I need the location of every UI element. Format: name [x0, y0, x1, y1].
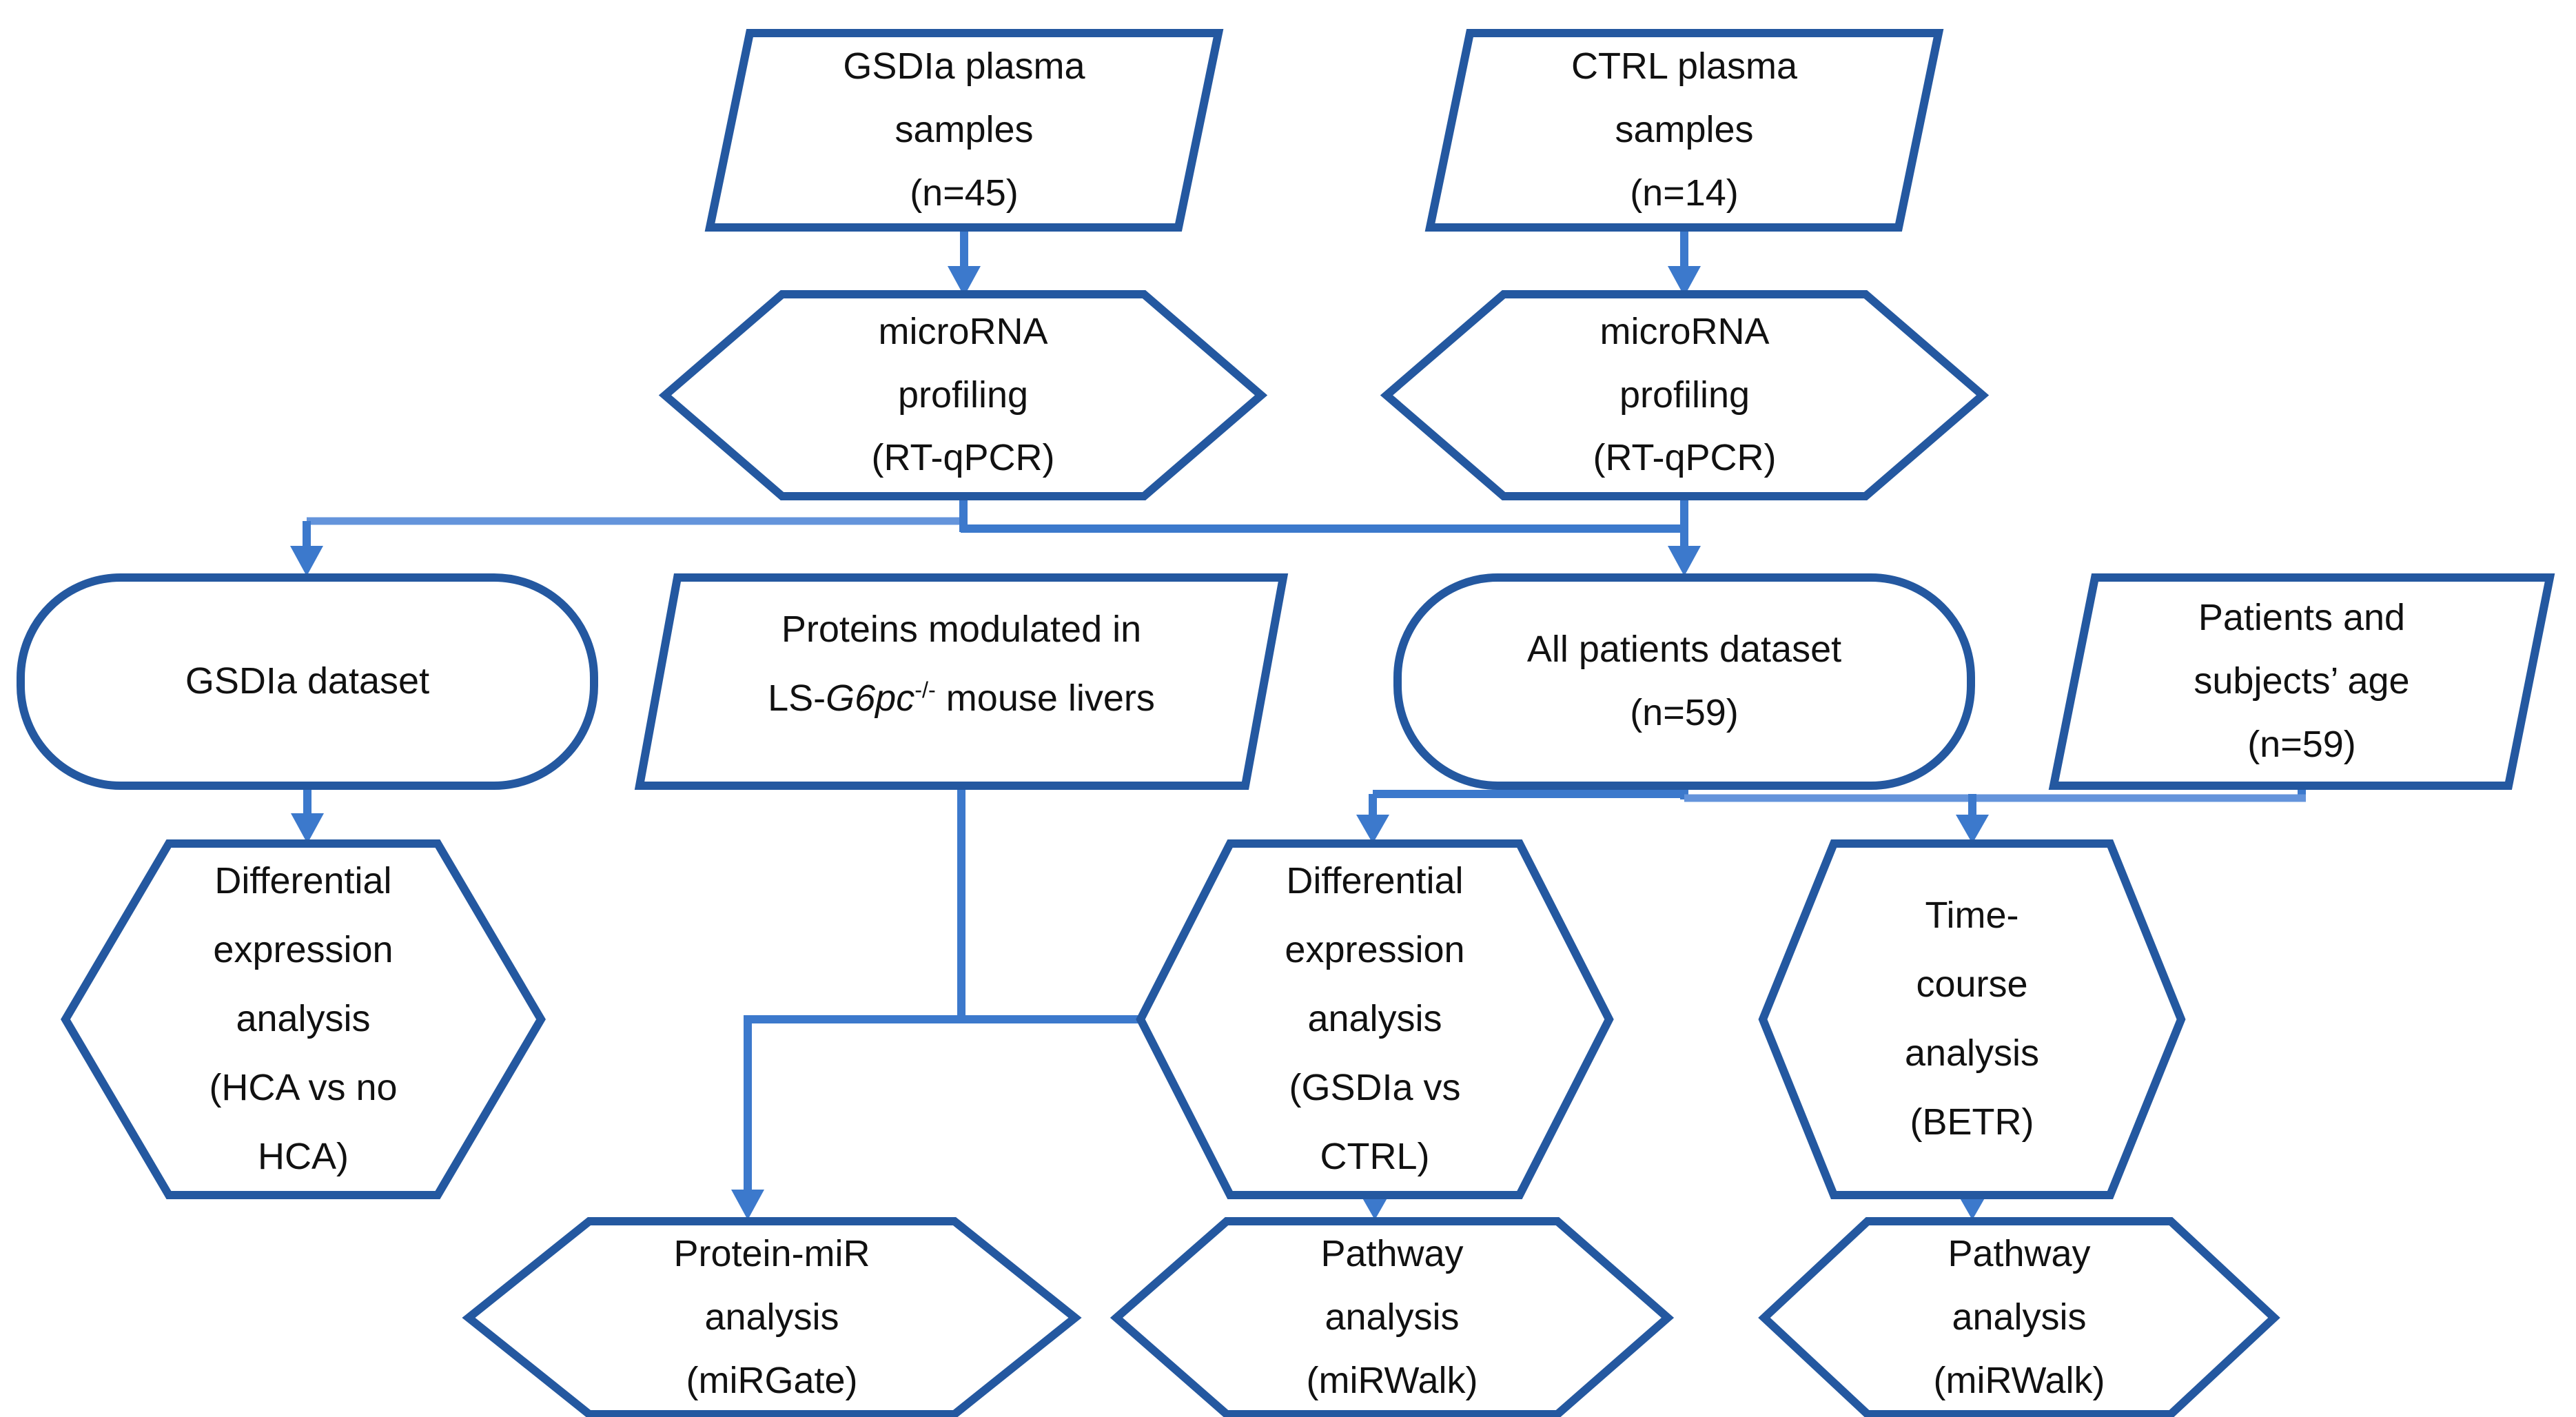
connectors: [290, 227, 2306, 1220]
arrowhead-to-all-patients: [1668, 546, 1701, 576]
all-patients-dataset-rounded-rect: [1393, 573, 1975, 790]
protein-mir-hexagon: [462, 1217, 1082, 1417]
arrowhead-to-diff-gsdia: [1356, 815, 1389, 844]
ctrl-samples-label: CTRL plasma samples (n=14): [1571, 45, 1798, 214]
arrowhead-to-diff-hca: [291, 813, 324, 844]
arrowhead-to-gsdia-dataset: [290, 546, 323, 576]
diff-expr-hca-label: Differential expression analysis (HCA vs…: [209, 860, 398, 1177]
pathway-mid-label: Pathway analysis (miRWalk): [1306, 1233, 1478, 1401]
gsdia-dataset-rounded-rect: [17, 573, 598, 790]
gsdia-samples-parallelogram: [704, 29, 1224, 232]
mirna-profiling-right-hexagon: [1380, 290, 1990, 500]
proteins-line1: Proteins modulated in: [781, 609, 1142, 650]
pathway-right-label: Pathway analysis (miRWalk): [1933, 1233, 2105, 1401]
time-course-label: Time- course analysis (BETR): [1904, 895, 2040, 1143]
gsdia-dataset-label: GSDIa dataset: [185, 660, 430, 702]
proteins-line2-prefix: LS-: [768, 677, 826, 719]
pathway-right-hexagon: [1758, 1217, 2280, 1417]
protein-mir-label: Protein-miR analysis (miRGate): [673, 1233, 870, 1401]
shapes: [17, 29, 2555, 1417]
arrowhead-to-protein-mir: [731, 1190, 764, 1220]
proteins-line2-suffix: mouse livers: [935, 677, 1155, 719]
proteins-knockout-superscript: -/-: [914, 677, 936, 702]
proteins-modulated-label: Proteins modulated in LS-G6pc-/- mouse li…: [640, 578, 1283, 786]
patients-age-parallelogram: [2048, 573, 2555, 790]
gsdia-samples-label: GSDIa plasma samples (n=45): [843, 45, 1085, 214]
mirna-profiling-left-label: microRNA profiling (RT-qPCR): [871, 310, 1055, 479]
time-course-hexagon: [1758, 839, 2186, 1199]
arrowhead-to-time-course: [1956, 815, 1989, 844]
ctrl-samples-parallelogram: [1424, 29, 1944, 232]
arrowhead-gsdia-samples-to-mirna: [948, 266, 981, 296]
mirna-profiling-right-label: microRNA profiling (RT-qPCR): [1593, 310, 1777, 479]
proteins-modulated-parallelogram: [634, 573, 1289, 790]
pathway-mid-hexagon: [1110, 1217, 1675, 1417]
arrowhead-ctrl-samples-to-mirna: [1668, 266, 1701, 296]
proteins-gene-italic: G6pc: [826, 677, 915, 719]
diff-expr-gsdia-hexagon: [1136, 839, 1614, 1199]
diff-expr-gsdia-label: Differential expression analysis (GSDIa …: [1285, 860, 1465, 1177]
all-patients-dataset-label: All patients dataset (n=59): [1526, 629, 1842, 733]
diff-expr-hca-hexagon: [61, 839, 546, 1199]
mirna-profiling-left-hexagon: [658, 290, 1268, 500]
patients-age-label: Patients and subjects’ age (n=59): [2194, 597, 2410, 765]
proteins-modulated-text: Proteins modulated in LS-G6pc-/- mouse li…: [768, 595, 1155, 733]
